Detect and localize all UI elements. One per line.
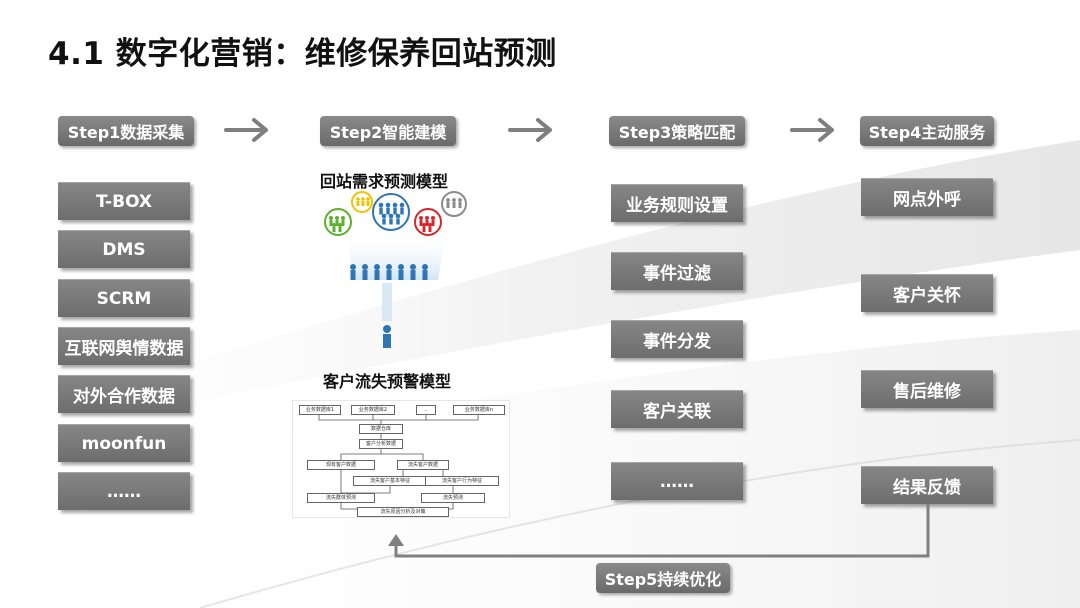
people-group-red-icon	[414, 208, 442, 236]
data-source-tbox: T-BOX	[58, 182, 190, 220]
flow-node: 业务数据库n	[453, 405, 505, 415]
flow-node: 数据仓库	[359, 424, 403, 434]
arrow-right-icon	[508, 118, 552, 142]
feedback-loop-arrow	[388, 504, 930, 558]
step5-header: Step5持续优化	[596, 563, 730, 593]
service-outbound-call: 网点外呼	[861, 178, 993, 216]
prediction-model-graphic	[324, 191, 467, 348]
flow-node: 流失客户行为特征	[425, 476, 499, 486]
data-source-scrm: SCRM	[58, 279, 190, 317]
service-after-sales-repair: 售后维修	[861, 370, 993, 408]
flow-node: 业务数据库1	[299, 405, 341, 415]
data-source-dms: DMS	[58, 230, 190, 268]
flow-node: ..	[416, 405, 436, 415]
service-customer-care: 客户关怀	[861, 274, 993, 312]
data-source-internet-opinion: 互联网舆情数据	[58, 327, 190, 365]
flow-node: 现有客户数据	[307, 460, 375, 470]
people-group-gray-icon	[441, 191, 467, 217]
strategy-customer-link: 客户关联	[611, 390, 743, 428]
service-result-feedback: 结果反馈	[861, 466, 993, 504]
flow-node: 流失客户数据	[397, 460, 449, 470]
flow-node: 客户分析数据	[359, 439, 403, 449]
flow-node: 流失原因分析及对策	[357, 507, 449, 517]
strategy-more: ……	[611, 462, 743, 500]
strategy-rule-setting: 业务规则设置	[611, 184, 743, 222]
step3-header: Step3策略匹配	[609, 116, 745, 146]
people-group-yellow-icon	[351, 191, 373, 213]
arrow-right-icon	[790, 118, 834, 142]
step4-header: Step4主动服务	[860, 116, 994, 146]
data-source-partner: 对外合作数据	[58, 375, 190, 413]
person-icon	[383, 325, 391, 348]
strategy-event-dispatch: 事件分发	[611, 320, 743, 358]
flow-node: 业务数据库2	[351, 405, 395, 415]
page-title: 4.1 数字化营销：维修保养回站预测	[48, 36, 557, 72]
people-group-blue-icon	[372, 193, 410, 231]
flow-node: 流失群体预测	[307, 493, 375, 503]
flow-node: 流失客户基本特征	[353, 476, 427, 486]
arrow-right-icon	[224, 118, 268, 142]
people-group-green-icon	[324, 208, 352, 236]
flow-node: 流失预测	[421, 493, 485, 503]
step1-header: Step1数据采集	[58, 116, 194, 146]
step2-header: Step2智能建模	[320, 116, 456, 146]
churn-flowchart: 业务数据库1 业务数据库2 .. 业务数据库n 数据仓库 客户分析数据 现有客户…	[292, 400, 510, 518]
people-row-icon	[350, 264, 428, 280]
data-source-more: ……	[58, 472, 190, 510]
model2-title: 客户流失预警模型	[323, 372, 452, 391]
data-source-moonfun: moonfun	[58, 424, 190, 462]
model1-title: 回站需求预测模型	[320, 172, 449, 191]
strategy-event-filter: 事件过滤	[611, 252, 743, 290]
